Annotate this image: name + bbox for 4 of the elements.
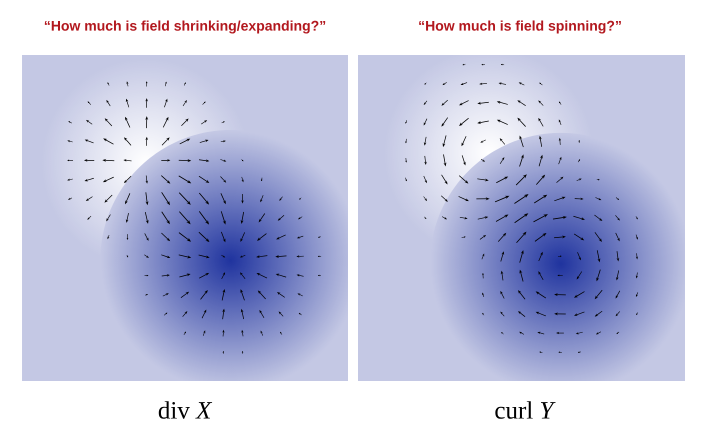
- panel-caption: div X: [158, 401, 212, 419]
- heading-text: “How much is field spinning?”: [419, 20, 621, 34]
- heading-text: “How much is field shrinking/expanding?”: [44, 20, 326, 34]
- panel-caption: curl Y: [495, 401, 556, 419]
